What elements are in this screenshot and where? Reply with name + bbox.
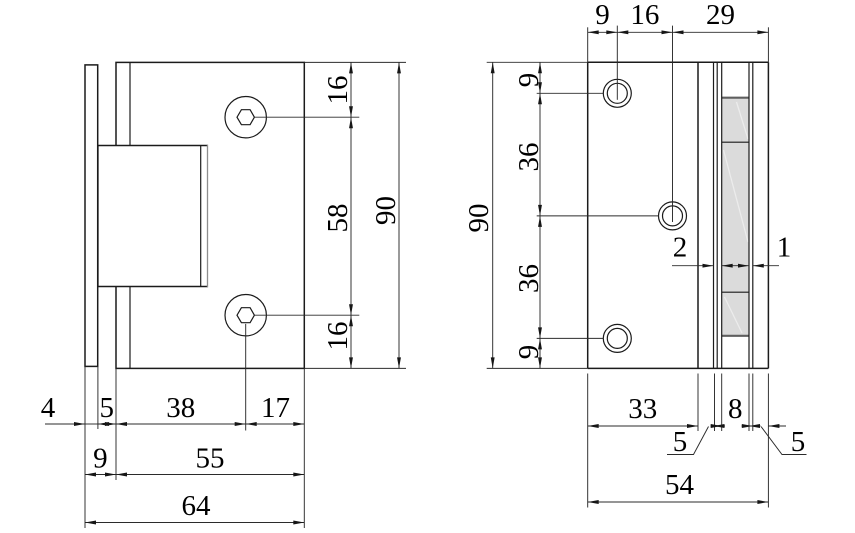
dim-label-5-left: 5: [673, 426, 688, 458]
dim-label-58: 58: [322, 204, 354, 233]
front-view: 4 5 38 17 9 55 64 16 58 16 90: [41, 61, 406, 528]
dim-label-36-upper: 36: [513, 143, 545, 172]
dim-label-38: 38: [166, 392, 195, 424]
dim-label-36-lower: 36: [513, 264, 545, 293]
screw-hole-bottom: [602, 323, 632, 353]
dim-label-90-side: 90: [463, 204, 495, 233]
dim-label-55: 55: [196, 443, 225, 475]
side-structure: [586, 61, 770, 370]
front-glass-edge: [84, 64, 99, 368]
dim-label-4: 4: [41, 392, 56, 424]
dim-label-90: 90: [370, 196, 402, 225]
dim-label-9-left-bottom: 9: [513, 345, 545, 360]
glass-reflection-line: [735, 101, 749, 140]
hex-socket-icon: [236, 109, 256, 126]
front-hinge-body: [97, 144, 209, 288]
glass-pane: [721, 97, 749, 336]
dim-label-29: 29: [706, 0, 735, 31]
dim-label-9: 9: [93, 443, 108, 475]
glass-reflection-line: [723, 296, 743, 334]
glass-reflection-line: [722, 149, 749, 243]
hex-socket-icon: [236, 307, 256, 324]
front-view-dimensions: [45, 61, 406, 528]
callout-label-1: 1: [777, 232, 792, 264]
dim-label-16-top: 16: [322, 76, 354, 105]
front-view-labels: 4 5 38 17 9 55 64 16 58 16 90: [41, 76, 402, 523]
dim-label-9-left-top: 9: [513, 73, 545, 88]
leader-5-right: [760, 426, 807, 455]
dim-label-17: 17: [261, 392, 290, 424]
dim-label-16-bottom: 16: [322, 322, 354, 351]
side-view-dimensions: [486, 25, 807, 508]
dim-label-5: 5: [99, 392, 114, 424]
dim-label-8: 8: [728, 393, 743, 425]
dim-label-33: 33: [628, 393, 657, 425]
dim-label-16: 16: [630, 0, 659, 31]
side-view: 9 16 29 90 9 36 36 9 2 1 33 8 5 5 54: [463, 0, 807, 508]
dim-label-54: 54: [665, 469, 695, 501]
dim-label-64: 64: [182, 490, 212, 522]
hinge-body-face: [97, 145, 208, 287]
dim-label-5-right: 5: [791, 426, 806, 458]
leader-5-left: [667, 426, 709, 455]
dim-label-9-top: 9: [595, 0, 610, 31]
callout-label-2: 2: [673, 232, 688, 264]
side-view-labels: 9 16 29 90 9 36 36 9 2 1 33 8 5 5 54: [463, 0, 805, 501]
